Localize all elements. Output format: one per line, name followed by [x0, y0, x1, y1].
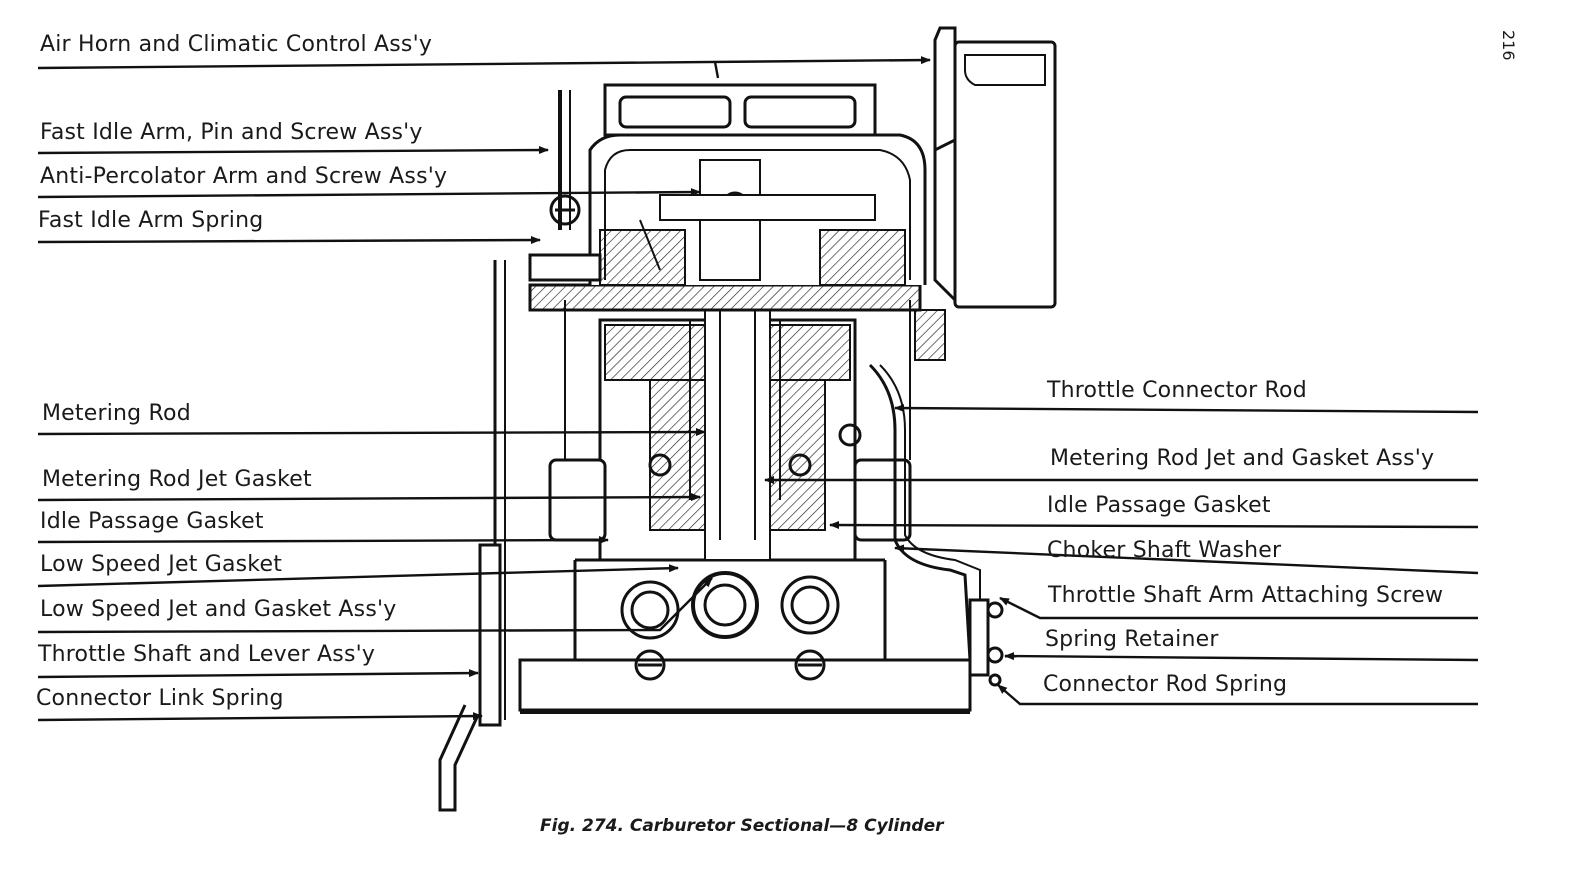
label-low-speed-jet-gasket: Low Speed Jet Gasket: [40, 552, 283, 577]
label-air-horn: Air Horn and Climatic Control Ass'y: [40, 32, 433, 57]
label-metering-rod-jet-gasket-assy: Metering Rod Jet and Gasket Ass'y: [1050, 446, 1435, 471]
label-choker-shaft-washer: Choker Shaft Washer: [1047, 538, 1282, 563]
label-throttle-shaft-lever: Throttle Shaft and Lever Ass'y: [38, 642, 376, 667]
label-connector-rod-spring: Connector Rod Spring: [1043, 672, 1288, 697]
label-anti-percolator-arm: Anti-Percolator Arm and Screw Ass'y: [40, 164, 448, 189]
label-low-speed-jet-gasket-assy: Low Speed Jet and Gasket Ass'y: [40, 597, 397, 622]
label-fast-idle-arm-pin-screw: Fast Idle Arm, Pin and Screw Ass'y: [40, 120, 423, 145]
label-throttle-shaft-arm-screw: Throttle Shaft Arm Attaching Screw: [1048, 583, 1444, 608]
label-metering-rod-jet-gasket: Metering Rod Jet Gasket: [42, 467, 312, 492]
label-connector-link-spring: Connector Link Spring: [36, 686, 284, 711]
figure-caption: Fig. 274. Carburetor Sectional—8 Cylinde…: [540, 816, 944, 836]
carburetor-body: [438, 26, 1057, 812]
label-spring-retainer: Spring Retainer: [1045, 627, 1219, 652]
label-fast-idle-arm-spring: Fast Idle Arm Spring: [38, 208, 264, 233]
page-number: 216: [1499, 30, 1518, 61]
label-throttle-connector-rod: Throttle Connector Rod: [1047, 378, 1307, 403]
label-metering-rod: Metering Rod: [42, 401, 191, 426]
label-idle-passage-gasket-left: Idle Passage Gasket: [40, 509, 264, 534]
label-idle-passage-gasket-right: Idle Passage Gasket: [1047, 493, 1271, 518]
leader-lines: [37, 56, 1479, 722]
